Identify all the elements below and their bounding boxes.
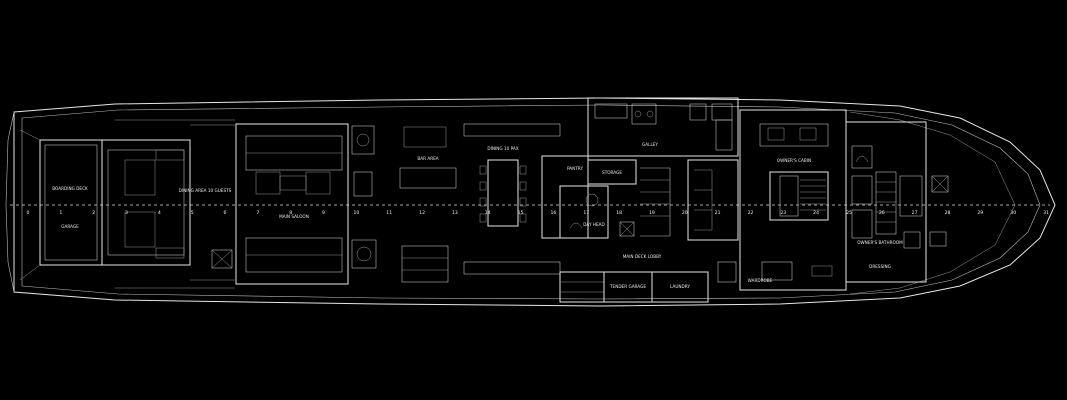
frame-number: 5 [191, 210, 194, 216]
hull-outline [5, 97, 1056, 307]
frame-number: 29 [977, 210, 983, 216]
frame-number: 27 [912, 210, 918, 216]
storage-label: STORAGE [602, 170, 622, 175]
frame-number: 22 [748, 210, 754, 216]
laundry-label: LAUNDRY [670, 284, 690, 289]
wardrobe-label: WARDROBE [748, 278, 773, 283]
frame-number: 12 [419, 210, 425, 216]
frame-number: 15 [518, 210, 524, 216]
frame-number: 10 [353, 210, 359, 216]
frame-number: 16 [550, 210, 556, 216]
frame-number: 23 [780, 210, 786, 216]
frame-number: 0 [27, 210, 30, 216]
dining-table-label: DINING 10 PAX [487, 146, 518, 151]
frame-number: 3 [125, 210, 128, 216]
main-deck-lobby-label: MAIN DECK LOBBY [623, 254, 662, 259]
dining: DINING 10 PAX [463, 123, 561, 275]
galley-label: GALLEY [642, 142, 658, 147]
frame-number: 1 [59, 210, 62, 216]
main-saloon-label: MAIN SALOON [279, 214, 309, 219]
frame-number: 31 [1043, 210, 1049, 216]
lower-services: TENDER GARAGE LAUNDRY [559, 261, 737, 303]
frame-number: 28 [945, 210, 951, 216]
pantry-label: PANTRY [567, 166, 583, 171]
tender-label: TENDER GARAGE [609, 284, 646, 289]
owner-bathroom-label: OWNER'S BATHROOM [857, 240, 903, 245]
frame-number: 7 [256, 210, 259, 216]
bar-area-label: BAR AREA [417, 156, 438, 161]
frame-number: 11 [386, 210, 392, 216]
day-head-label: DAY HEAD [583, 222, 604, 227]
dining-area-label: DINING AREA 10 GUESTS [179, 188, 232, 193]
owner-bathroom: OWNER'S BATHROOM DRESSING [845, 121, 949, 283]
frame-number: 20 [682, 210, 688, 216]
frame-number: 4 [158, 210, 161, 216]
frame-number: 26 [879, 210, 885, 216]
frame-number: 8 [289, 210, 292, 216]
frame-number: 9 [322, 210, 325, 216]
boarding-deck-label: BOARDING DECK [52, 186, 88, 191]
frame-number: 6 [224, 210, 227, 216]
frame-number: 25 [846, 210, 852, 216]
frame-number: 14 [485, 210, 491, 216]
dressing-label: DRESSING [869, 264, 891, 269]
main-saloon: MAIN SALOON [211, 123, 349, 285]
frame-number: 21 [715, 210, 721, 216]
forward-block: GALLEY PANTRY STORAGE DAY HEAD MAIN DECK… [541, 97, 739, 259]
garage-label: GARAGE [61, 224, 79, 229]
frame-number: 13 [452, 210, 458, 216]
frame-number: 24 [813, 210, 819, 216]
aft-deck-planking [115, 119, 235, 289]
bar-area: BAR AREA [351, 125, 457, 283]
owner-cabin: OWNER'S CABIN WARDROBE [739, 109, 847, 291]
frame-number: 19 [649, 210, 655, 216]
aft-boarding-deck: BOARDING DECK GARAGE DINING AREA 10 GUES… [19, 129, 232, 281]
frame-number: 30 [1010, 210, 1016, 216]
frame-number: 2 [92, 210, 95, 216]
owner-cabin-label: OWNER'S CABIN [777, 158, 811, 163]
frame-number: 18 [616, 210, 622, 216]
frame-number: 17 [583, 210, 589, 216]
